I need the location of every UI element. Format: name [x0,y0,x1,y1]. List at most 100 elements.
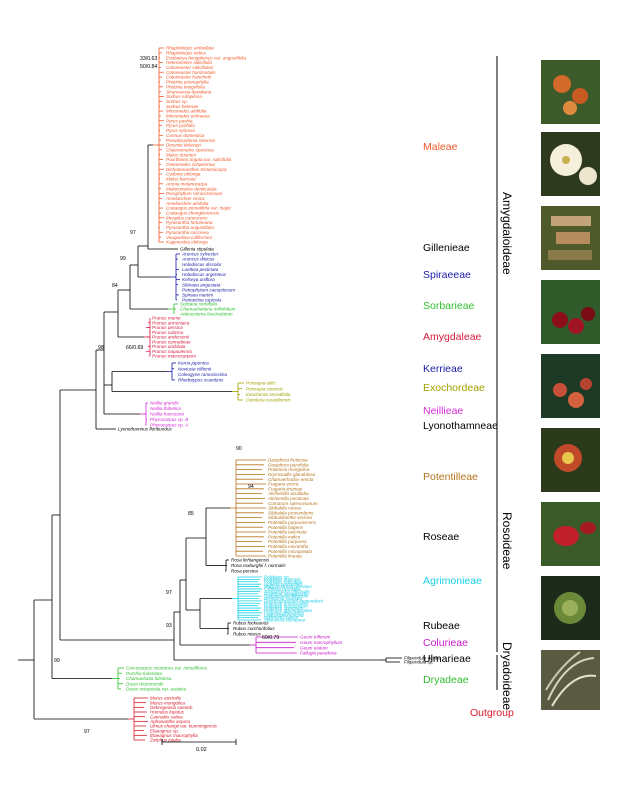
taxon-label: Neviusia cliftonii [178,366,212,371]
photo-agrimonia-burr [541,576,600,640]
taxon-label: Rosa roxburghii f. normalis [231,563,286,568]
taxon-label: Morus mongolica [150,700,185,705]
taxon-label: Pyrus pyrifolia [166,123,195,128]
support-value: 93 [166,623,172,629]
taxon-label: Cannabis sativa [150,714,183,719]
taxon-label: Poterium ancistroides [264,601,309,606]
taxon-label: Acaena pinnatifida [263,582,302,587]
taxon-label: Dasiphora parvifolia [268,462,309,467]
taxon-label: Prunus napaulensis [152,349,193,354]
photo-strawberry-flower [541,428,600,492]
taxon-label: Physocarpus sp. A [150,423,188,428]
taxon-label: Holodiscus discolor [182,262,222,267]
taxon-label: Poterium verrucosum [264,603,308,608]
taxon-label: Pyracantha coccinea [166,230,209,235]
taxon-label: Prinsepia sinensis [246,386,284,391]
support-value: 85 [188,511,194,517]
taxon-label: Crataegus pinnatifida var. major [166,206,231,211]
support-value: 98 [98,345,104,351]
tribe-label-dryadeae: Dryadeae [423,674,469,686]
taxon-label: Rubus niveus [233,632,262,637]
taxon-label: Elaeagnus sp. [150,728,179,733]
scale-bar: 0.02 [161,739,237,753]
taxon-label: Micromeles alnifolia [166,109,207,114]
taxon-label: Rhaphiolepis indica [166,50,206,55]
support-value: 90 [236,446,242,452]
taxon-label: Petrophytum caespitosum [182,287,235,292]
tribe-label-ulmarieae: Ulmarieae [423,653,471,665]
taxon-label: Poterium sanguisorba [264,591,309,596]
taxon-label: Neillia hanceana [150,412,184,417]
taxon-label: Leucosidea sericea [264,613,304,618]
taxon-label: Morus australis [150,696,182,701]
taxon-label: Chamaebatiaria millefolium [180,307,236,312]
taxon-label: Debregeasia saeneb [150,705,193,710]
taxon-label: Fragaria iinumae [268,486,303,491]
taxon-label: Malus baccata [166,177,196,182]
taxon-label: Neillia thibetica [150,406,181,411]
support-value: 33/0.63 [140,56,157,62]
taxon-label: Malus doumeri [166,152,197,157]
taxon-label: Aphananthe aspera [149,719,191,724]
tribe-label-amygdaleae: Amygdaleae [423,331,482,343]
photo-red-buds [541,354,600,418]
tribe-label-agrimonieae: Agrimonieae [423,575,482,587]
taxon-label: Sibbaldia retusa [268,506,301,511]
subfamily-dryadoideae: Dryadoideae [500,642,514,710]
taxon-label: Sanguisorba officinalis [264,589,311,594]
taxon-label: Ziziphus jujuba [149,738,181,743]
taxon-label: Dasiphora fruticosa [268,458,308,463]
taxon-label: Luetkea pectinata [182,267,219,272]
taxon-label: Hagenia abyssinica [264,610,304,615]
taxon-label: Kelseya uniflora [182,277,215,282]
taxon-label: Elaeagnus macrophylla [150,733,198,738]
taxon-label: Purshia tridentata [126,671,162,676]
taxon-label: Cotoneaster horizontalis [166,70,216,75]
taxon-label: Heteromeles salicifolia [166,60,212,65]
taxon-label: Physocarpus sp. B [150,417,188,422]
taxon-label: Rhaphiolepis umbellata [166,46,214,51]
photo-cherries [541,280,600,344]
taxon-label: Potaninia mongolica [268,467,310,472]
taxon-label: Potentilla indica [268,534,301,539]
taxon-label: Prunus armeniaca [152,320,190,325]
taxon-label: Cormus domestica [166,133,205,138]
taxon-label: Cydonia oblonga [166,172,201,177]
taxon-label: Geum triflorum [300,635,331,640]
taxon-label: Comarum salesovianum [268,501,318,506]
support-value: 97 [166,590,172,596]
tribe-label-gillenieae: Gillenieae [423,242,470,254]
scale-bar-label: 0.02 [196,747,207,753]
taxon-label: Eriobotrya bengalensis var. angustifolia [166,55,246,60]
taxon-label: Pseudocydonia sinensis [166,138,216,143]
taxon-label: Pyrus spinosa [166,128,195,133]
taxon-label: Poterium spinosum [264,606,303,611]
taxon-label: Micromeles ochracea [166,114,210,119]
taxon-label: Sibiraea angustata [182,282,221,287]
taxon-label: Prunus andersonii [152,335,190,340]
support-value: 99 [54,658,60,664]
taxon-label: Docynia delavayi [166,143,202,148]
taxon-label: Neillia grandis [150,401,180,406]
taxon-label: Filipendula sp. [404,660,434,665]
taxon-label: Pyracantha fortuneana [166,220,213,225]
taxon-label: Chamaebatia foliolosa [126,676,172,681]
taxon-label: Exochorda serratifolia [246,392,291,397]
taxon-label: Dichotomanthes tristaniicarpa [166,167,227,172]
taxon-label: Potentilla lancinata [268,530,307,535]
taxon-label: Aruncus sylvester [181,252,219,257]
support-value: 66/0.69 [126,345,143,351]
taxon-label: Aruncus dioicus [181,257,215,262]
support-value: 50/0.84 [140,64,157,70]
taxon-label: Geum elatum [300,645,328,650]
tribe-label-neillieae: Neillieae [423,405,463,417]
taxon-label: Aronia melanocarpa [165,181,208,186]
taxon-label: Humulus lupulus [150,710,185,715]
subfamily-rosoideae: Rosoideae [500,512,514,570]
taxon-label: Malacomeles denticulata [166,186,217,191]
taxon-label: Dendriopoterium menendezii [264,598,324,603]
taxon-label: Rubus fockeanus [233,621,269,626]
taxon-label: Prunus mume [152,316,181,321]
